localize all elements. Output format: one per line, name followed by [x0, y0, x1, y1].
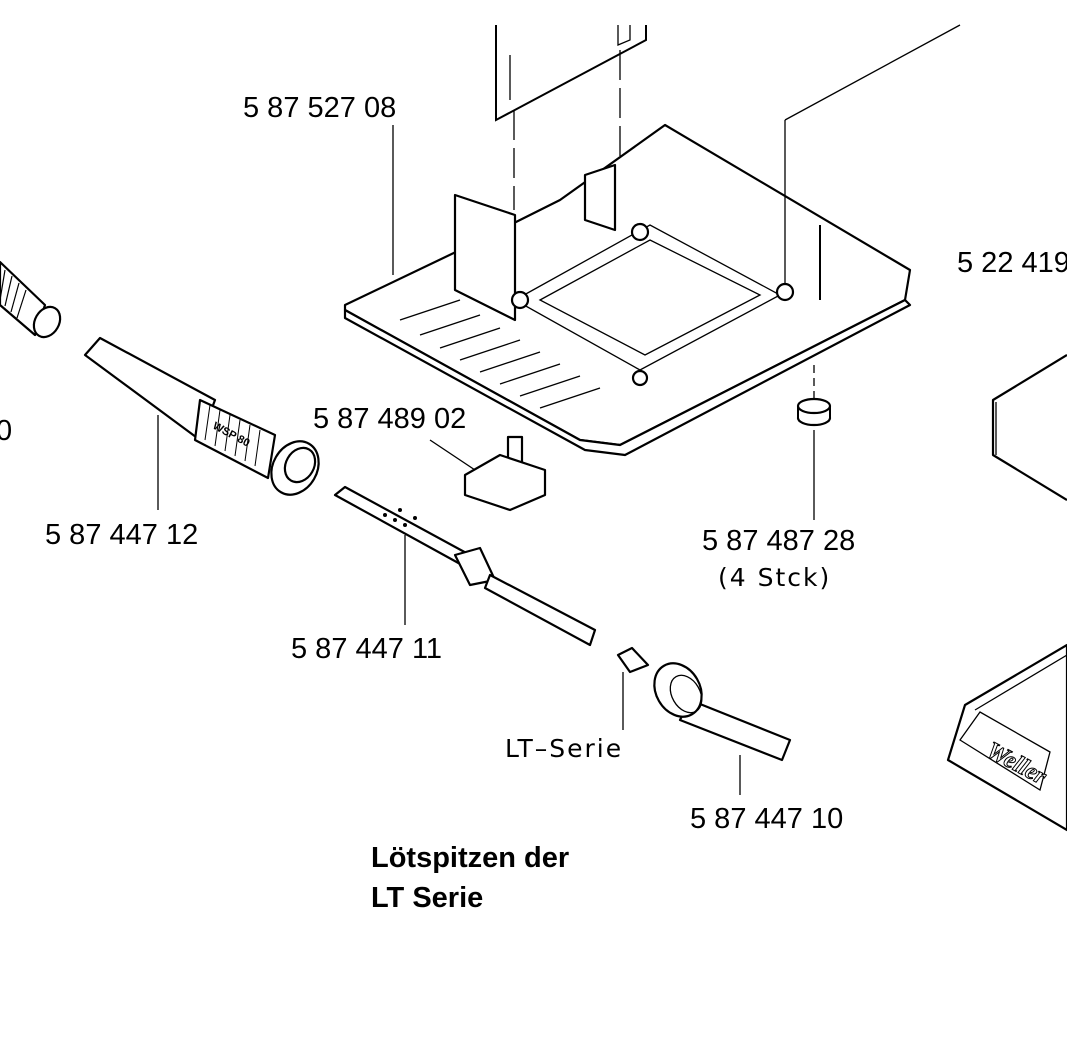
label-foot-qty: (4 Stck): [718, 563, 831, 592]
label-foot-part: 5 87 487 28: [702, 525, 855, 557]
label-left-cut: 0: [0, 415, 12, 447]
heating-element: [333, 485, 597, 647]
label-cover-part: 5 87 527 08: [243, 92, 396, 124]
leader-line: [784, 24, 961, 121]
note-line-2: LT Serie: [371, 882, 483, 914]
rubber-foot: [796, 397, 832, 427]
station-housing: Weller: [946, 643, 1067, 832]
label-heater-part: 5 87 447 11: [291, 633, 442, 665]
base-tray: [343, 123, 912, 457]
label-nut-part: 5 87 447 10: [690, 803, 843, 835]
label-holder-part: 5 87 489 02: [313, 403, 466, 435]
top-panel: [495, 25, 647, 210]
transformer-box: [991, 354, 1067, 501]
soldering-handle: WSP 80: [83, 336, 320, 510]
note-line-1: Lötspitzen der: [371, 842, 569, 874]
label-tip-series: LT–Serie: [505, 734, 623, 763]
tip-nut: [653, 662, 792, 795]
hose: [0, 260, 62, 339]
holder-block: [429, 435, 547, 512]
tray-ribs: [399, 299, 601, 409]
soldering-tip: [616, 646, 650, 730]
label-handle-part: 5 87 447 12: [45, 519, 198, 551]
label-transformer-part: 5 22 419: [957, 247, 1067, 279]
